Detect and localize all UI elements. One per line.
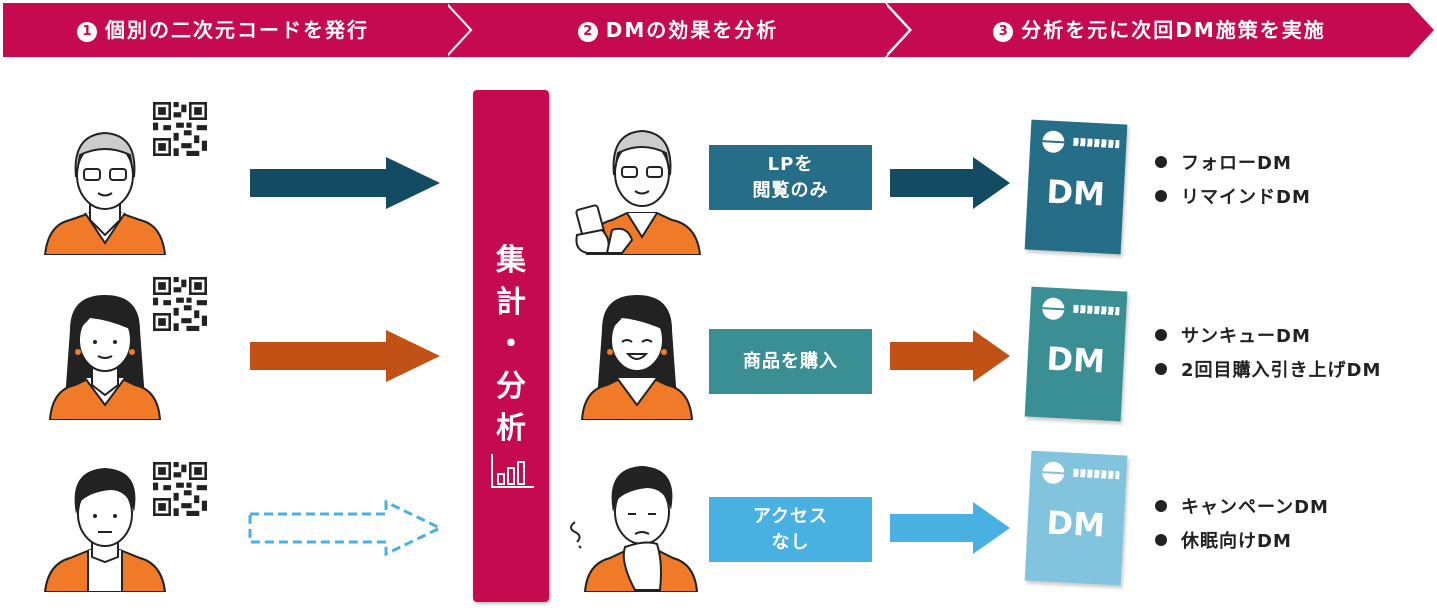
aggregation-char: ・ — [496, 327, 526, 362]
status-lp-view-only: LPを 閲覧のみ — [709, 145, 872, 210]
aggregation-char: 分 — [496, 369, 526, 404]
status-purchased: 商品を購入 — [709, 329, 872, 394]
arrow-woman-to-analysis — [250, 330, 440, 382]
action-item: 2回目購入引き上げDM — [1155, 354, 1381, 388]
actions-list-purchase: サンキューDM 2回目購入引き上げDM — [1155, 320, 1381, 388]
bullet-icon — [1155, 534, 1167, 546]
qr-code-icon — [153, 102, 207, 156]
dm-card-label: DM — [1045, 503, 1106, 545]
aggregation-char: 析 — [496, 411, 526, 446]
step-2-shape — [448, 3, 910, 57]
step-3-shape — [887, 3, 1434, 57]
bullet-icon — [1155, 329, 1167, 341]
dm-stamp-icon — [1041, 297, 1065, 321]
qr-code-icon — [153, 277, 207, 331]
dm-postal-code-icon — [1073, 137, 1120, 149]
woman-smiling-illustration — [580, 295, 694, 420]
bullet-icon — [1155, 156, 1167, 168]
arrow-senior-to-analysis — [250, 157, 440, 209]
dm-postal-code-icon — [1073, 304, 1120, 316]
aggregation-label: 集 計 ・ 分 析 — [473, 240, 549, 450]
step-1-number: 1 — [77, 22, 97, 42]
dm-card-label: DM — [1045, 339, 1106, 381]
bullet-icon — [1155, 190, 1167, 202]
action-item: 休眠向けDM — [1155, 525, 1329, 559]
dm-card-label: DM — [1045, 172, 1106, 214]
arrow-purchase-to-dm — [890, 330, 1010, 382]
step-3-number: 3 — [993, 22, 1014, 42]
dm-card-thanks: DM — [1024, 286, 1128, 422]
arrow-lp-to-dm — [890, 157, 1010, 209]
senior-man-smartphone-illustration — [575, 129, 702, 255]
action-item: フォローDM — [1155, 147, 1311, 181]
action-item: リマインドDM — [1155, 181, 1311, 215]
senior-man-illustration — [43, 131, 167, 255]
aggregation-char: 計 — [496, 285, 526, 320]
action-item: サンキューDM — [1155, 320, 1381, 354]
step-1-shape — [3, 3, 473, 57]
young-man-illustration — [43, 468, 167, 592]
step-2-number: 2 — [577, 22, 598, 42]
aggregation-char: 集 — [496, 243, 526, 278]
status-no-access: アクセス なし — [709, 497, 872, 562]
qr-code-icon — [153, 462, 207, 516]
dm-stamp-icon — [1041, 461, 1065, 485]
woman-illustration — [48, 295, 162, 420]
aggregation-analysis-panel: 集 計 ・ 分 析 — [473, 90, 549, 602]
actions-list-lp: フォローDM リマインドDM — [1155, 147, 1311, 215]
bullet-icon — [1155, 363, 1167, 375]
bullet-icon — [1155, 500, 1167, 512]
dm-postal-code-icon — [1073, 468, 1120, 480]
arrow-young-man-dashed — [248, 500, 443, 556]
bar-chart-icon — [491, 454, 534, 488]
dm-card-follow: DM — [1024, 119, 1128, 255]
arrow-noaccess-to-dm — [890, 502, 1010, 554]
actions-list-noaccess: キャンペーンDM 休眠向けDM — [1155, 491, 1329, 559]
dm-stamp-icon — [1041, 130, 1065, 154]
dm-card-campaign: DM — [1024, 450, 1128, 586]
action-item: キャンペーンDM — [1155, 491, 1329, 525]
young-man-thinking-illustration — [570, 466, 699, 592]
